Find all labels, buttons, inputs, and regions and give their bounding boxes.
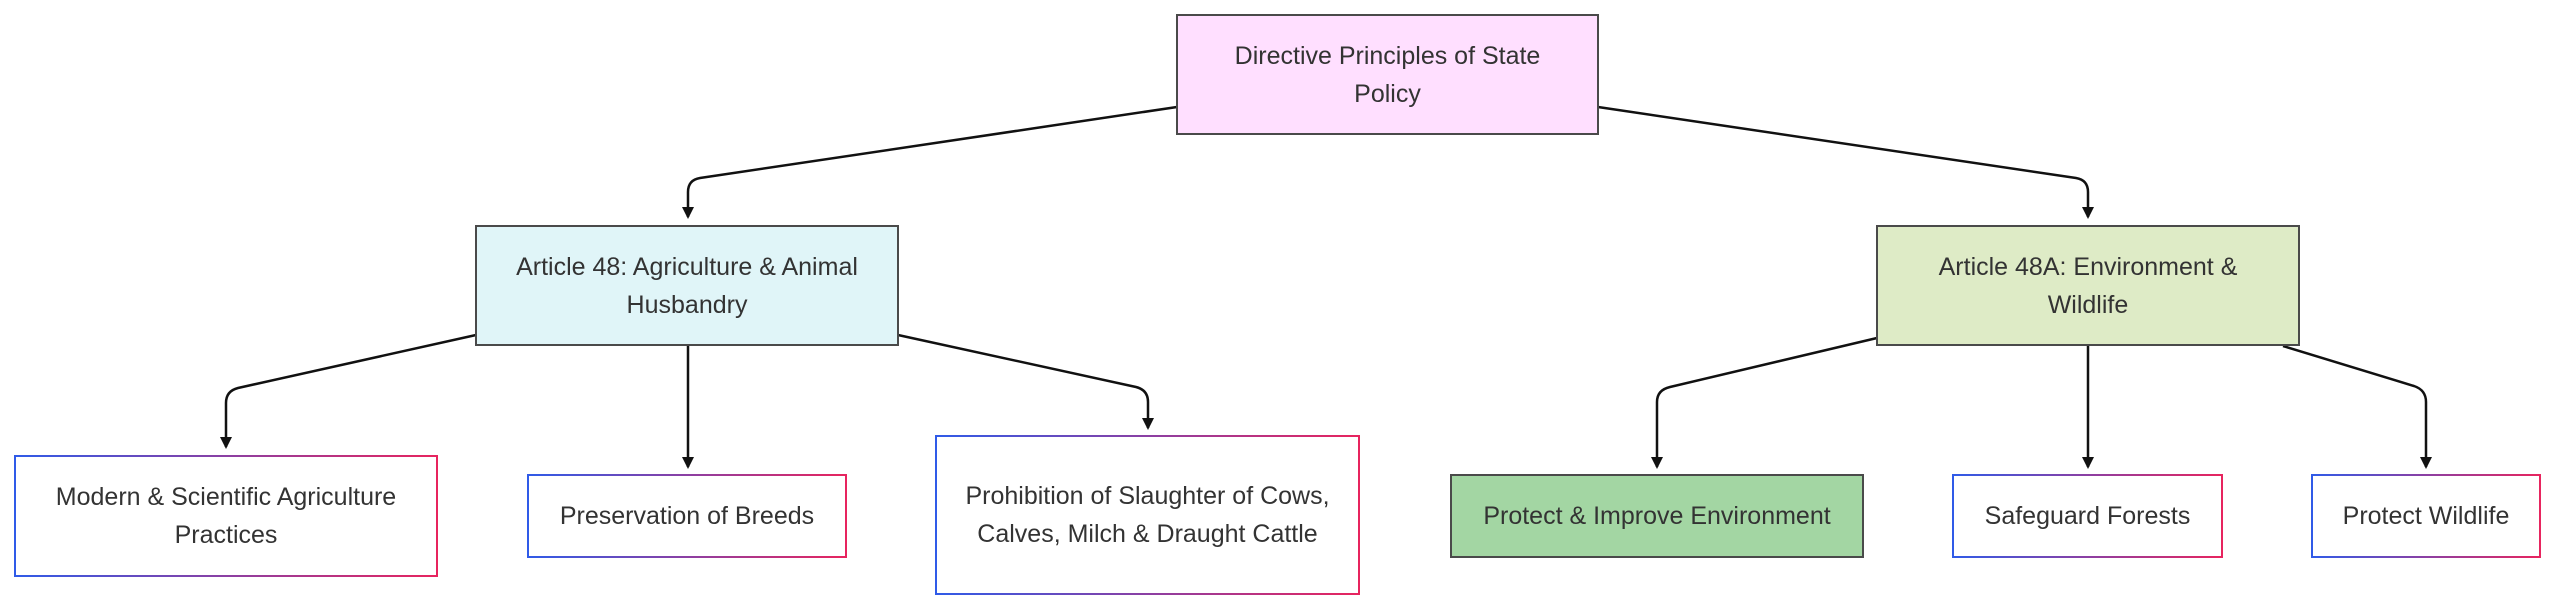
node-article-48: Article 48: Agriculture & Animal Husband… xyxy=(475,225,899,346)
node-safeguard-forests: Safeguard Forests xyxy=(1952,474,2223,558)
node-article-48a: Article 48A: Environment & Wildlife xyxy=(1876,225,2300,346)
node-label: Preservation of Breeds xyxy=(559,502,815,530)
node-label: Protect Wildlife xyxy=(2342,502,2510,530)
node-label: Article 48A: Environment & Wildlife xyxy=(1938,252,2238,319)
edge-article48-to-prohibition-of-slaughter xyxy=(897,333,1154,430)
node-label: Prohibition of Slaughter of Cows, Calves… xyxy=(965,482,1330,548)
node-prohibition-of-slaughter: Prohibition of Slaughter of Cows, Calves… xyxy=(935,435,1360,595)
edge-root-to-article48a xyxy=(1597,105,2094,219)
edge-article48a-to-protect-wildlife xyxy=(2282,344,2432,469)
node-label: Article 48: Agriculture & Animal Husband… xyxy=(516,252,858,319)
edge-article48a-to-protect-environment xyxy=(1651,336,1878,469)
node-label: Modern & Scientific Agriculture Practice… xyxy=(55,483,397,549)
edge-root-to-article48 xyxy=(682,105,1178,219)
node-label: Directive Principles of State Policy xyxy=(1234,41,1541,108)
node-protect-environment: Protect & Improve Environment xyxy=(1450,474,1864,558)
node-label: Protect & Improve Environment xyxy=(1483,502,1831,530)
node-protect-wildlife: Protect Wildlife xyxy=(2311,474,2541,558)
node-modern-agriculture: Modern & Scientific Agriculture Practice… xyxy=(14,455,438,577)
node-preservation-of-breeds: Preservation of Breeds xyxy=(527,474,847,558)
edge-article48-to-modern-agriculture xyxy=(220,333,477,449)
node-directive-principles: Directive Principles of State Policy xyxy=(1176,14,1599,135)
node-label: Safeguard Forests xyxy=(1984,502,2191,530)
